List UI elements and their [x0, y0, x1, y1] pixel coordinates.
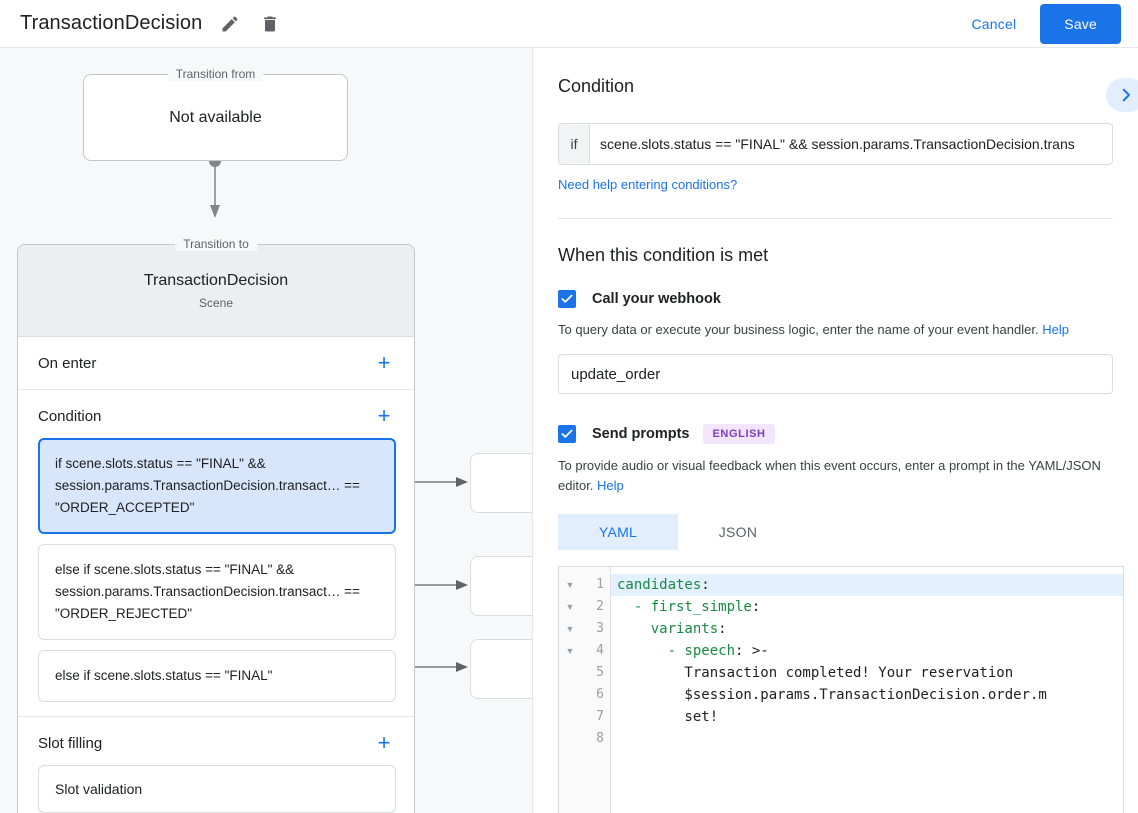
call-webhook-description-text: To query data or execute your business l…	[558, 322, 1039, 337]
cancel-button[interactable]: Cancel	[958, 7, 1031, 41]
trash-icon[interactable]	[256, 10, 284, 38]
fold-toggle-icon[interactable]: ▼	[565, 580, 575, 590]
fold-toggle-icon[interactable]: ▼	[565, 624, 575, 634]
code-line: $session.params.TransactionDecision.orde…	[617, 687, 1047, 703]
condition-card-selected[interactable]: if scene.slots.status == "FINAL" && sess…	[38, 438, 396, 534]
line-number: 4	[596, 643, 604, 658]
section-slot-filling: Slot filling + Slot validation	[18, 717, 414, 813]
code-line: - first_simple:	[617, 599, 761, 615]
editor-fold-column: ▼ ▼ ▼ ▼	[559, 567, 581, 813]
transition-from-node[interactable]: Transition from Not available	[83, 67, 348, 161]
editor-line-numbers: 1 2 3 4 5 6 7 8	[581, 567, 611, 813]
slot-validation-card[interactable]: Slot validation	[38, 765, 396, 813]
save-button[interactable]: Save	[1040, 3, 1121, 44]
scene-graph-canvas[interactable]: Transition from Not available Transition…	[0, 48, 532, 813]
section-condition-title: Condition	[38, 407, 102, 425]
code-line	[611, 728, 1123, 750]
call-webhook-description: To query data or execute your business l…	[558, 320, 1113, 340]
line-number: 6	[596, 687, 604, 702]
section-on-enter: On enter +	[18, 337, 414, 390]
condition-input[interactable]	[590, 124, 1112, 164]
pencil-icon[interactable]	[216, 10, 244, 38]
send-prompts-checkbox[interactable]	[558, 425, 576, 443]
section-condition-header: Condition +	[38, 404, 396, 428]
line-number: 2	[596, 599, 604, 614]
add-condition-button[interactable]: +	[377, 403, 391, 428]
ghost-target-card[interactable]	[470, 556, 532, 616]
call-webhook-row: Call your webhook	[558, 290, 1113, 308]
chevron-right-icon[interactable]	[1106, 78, 1138, 112]
page-title: TransactionDecision	[20, 12, 203, 34]
fold-toggle-icon[interactable]: ▼	[565, 602, 575, 612]
send-prompts-label: Send prompts	[592, 426, 690, 442]
send-prompts-description-text: To provide audio or visual feedback when…	[558, 458, 1101, 493]
tab-json[interactable]: JSON	[718, 524, 758, 540]
send-prompts-description: To provide audio or visual feedback when…	[558, 456, 1110, 496]
code-line: set!	[617, 709, 719, 725]
code-line: variants:	[617, 621, 727, 637]
editor-code-area[interactable]: candidates: - first_simple: variants: - …	[611, 567, 1123, 813]
line-number: 8	[596, 731, 604, 746]
call-webhook-label: Call your webhook	[592, 291, 721, 307]
section-slot-filling-header: Slot filling +	[38, 731, 396, 755]
transition-to-legend: Transition to	[175, 237, 257, 251]
condition-help-link[interactable]: Need help entering conditions?	[558, 177, 738, 192]
line-number: 3	[596, 621, 604, 636]
send-prompts-row: Send prompts ENGLISH	[558, 424, 1113, 444]
webhook-handler-input[interactable]	[558, 354, 1113, 394]
line-number: 5	[596, 665, 604, 680]
code-line: - speech: >-	[617, 643, 769, 659]
condition-if-label: if	[559, 124, 590, 164]
ghost-target-card[interactable]	[470, 453, 532, 513]
condition-section-header: Condition	[558, 48, 1113, 97]
editor-format-tabs: YAML JSON	[558, 514, 1113, 550]
tab-yaml[interactable]: YAML	[558, 514, 678, 550]
transition-to-title: TransactionDecision	[143, 271, 289, 289]
code-line: candidates:	[611, 574, 1123, 596]
transition-from-legend: Transition from	[167, 67, 264, 81]
line-number: 1	[596, 577, 604, 592]
when-condition-met-section: When this condition is met Call your web…	[533, 219, 1138, 813]
section-on-enter-title: On enter	[38, 354, 97, 372]
details-panel: Condition if Need help entering conditio…	[532, 48, 1138, 813]
app-header: TransactionDecision Cancel Save	[0, 0, 1138, 48]
condition-section: Condition if Need help entering conditio…	[533, 48, 1138, 219]
section-slot-filling-title: Slot filling	[38, 734, 103, 752]
transition-from-label: Not available	[169, 108, 262, 126]
section-on-enter-header: On enter +	[38, 351, 396, 375]
condition-input-group[interactable]: if	[558, 123, 1113, 165]
call-webhook-checkbox[interactable]	[558, 290, 576, 308]
ghost-target-card[interactable]	[470, 639, 532, 699]
yaml-editor[interactable]: ▼ ▼ ▼ ▼ 1 2 3 4 5 6 7 8 candidates: - fi…	[558, 566, 1124, 813]
section-condition: Condition + if scene.slots.status == "FI…	[18, 390, 414, 717]
condition-card[interactable]: else if scene.slots.status == "FINAL" &&…	[38, 544, 396, 640]
line-number: 7	[596, 709, 604, 724]
language-badge: ENGLISH	[703, 424, 775, 444]
transition-to-header: TransactionDecision Scene	[18, 245, 414, 337]
code-line: Transaction completed! Your reservation	[617, 665, 1014, 681]
transition-to-subtitle: Scene	[198, 295, 234, 310]
send-prompts-help-link[interactable]: Help	[597, 478, 624, 493]
section-divider	[558, 218, 1113, 219]
condition-section-title: Condition	[558, 76, 635, 96]
call-webhook-help-link[interactable]: Help	[1042, 322, 1069, 337]
condition-card[interactable]: else if scene.slots.status == "FINAL"	[38, 650, 396, 702]
transition-to-node[interactable]: Transition to TransactionDecision Scene …	[17, 237, 415, 813]
when-condition-met-title: When this condition is met	[558, 245, 769, 265]
add-slot-filling-button[interactable]: +	[377, 730, 391, 755]
add-on-enter-button[interactable]: +	[377, 350, 391, 375]
fold-toggle-icon[interactable]: ▼	[565, 646, 575, 656]
